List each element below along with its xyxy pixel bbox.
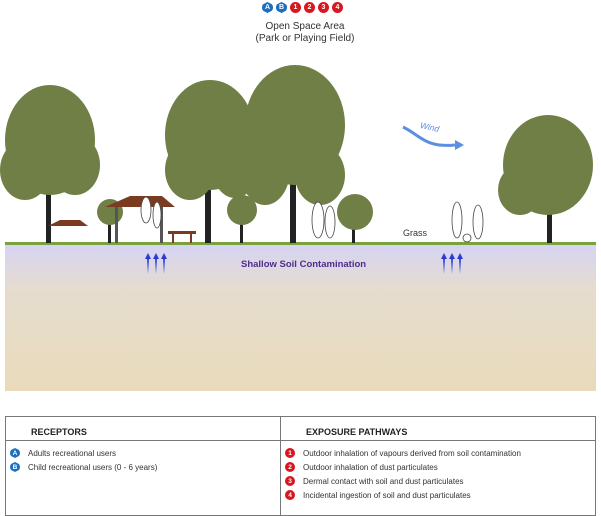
pathways-list: 1 Outdoor inhalation of vapours derived f… [280,440,596,516]
picnic-shelter [48,196,196,243]
vapour-arrows-icon [147,258,461,274]
receptor-badge-icon: A [10,448,20,458]
pathway-badge-4: 4 [332,2,343,13]
pathway-badge-2: 2 [304,2,315,13]
site-scene [0,65,596,391]
receptor-badge-a: A [262,2,273,13]
receptor-label: Child recreational users (0 - 6 years) [28,462,158,472]
pathway-item: 1 Outdoor inhalation of vapours derived f… [285,446,591,460]
tree-icon [0,85,100,243]
title-line-2: (Park or Playing Field) [255,33,355,44]
soil-layer [5,245,596,391]
tree-icon [240,65,345,243]
pathway-item: 2 Outdoor inhalation of dust particulates [285,460,591,474]
pathway-label: Incidental ingestion of soil and dust pa… [303,490,471,500]
grass-label: Grass [403,228,428,238]
pathway-badge-1: 1 [290,2,301,13]
pathway-item: 3 Dermal contact with soil and dust parti… [285,474,591,488]
badge-row: A B 1 2 3 4 [262,2,343,13]
pathway-label: Dermal contact with soil and dust partic… [303,476,464,486]
receptor-badge-b: B [276,2,287,13]
receptors-header: RECEPTORS [5,416,281,441]
receptors-list: A Adults recreational users B Child recrea… [5,440,281,516]
title-line-1: Open Space Area [265,21,345,32]
pathway-badge-icon: 1 [285,448,295,458]
pathway-label: Outdoor inhalation of vapours derived fr… [303,448,521,458]
pathway-item: 4 Incidental ingestion of soil and dust p… [285,488,591,502]
pathways-header: EXPOSURE PATHWAYS [280,416,596,441]
people-icon [140,196,484,243]
tree-icon [498,115,593,243]
tree-icon [165,80,257,243]
receptor-label: Adults recreational users [28,448,117,458]
receptor-badge-icon: B [10,462,20,472]
pathway-badge-icon: 4 [285,490,295,500]
legend-table: RECEPTORS EXPOSURE PATHWAYS A Adults recr… [5,416,596,516]
wind-arrow-icon [402,125,456,147]
pathway-badge-icon: 3 [285,476,295,486]
receptor-item: A Adults recreational users [10,446,276,460]
diagram-title: Open Space Area (Park or Playing Field) [240,21,370,45]
pathway-label: Outdoor inhalation of dust particulates [303,462,438,472]
soil-contamination-label: Shallow Soil Contamination [241,259,367,270]
receptor-item: B Child recreational users (0 - 6 years) [10,460,276,474]
pathway-badge-icon: 2 [285,462,295,472]
pathway-badge-3: 3 [318,2,329,13]
ground-line [5,242,596,245]
